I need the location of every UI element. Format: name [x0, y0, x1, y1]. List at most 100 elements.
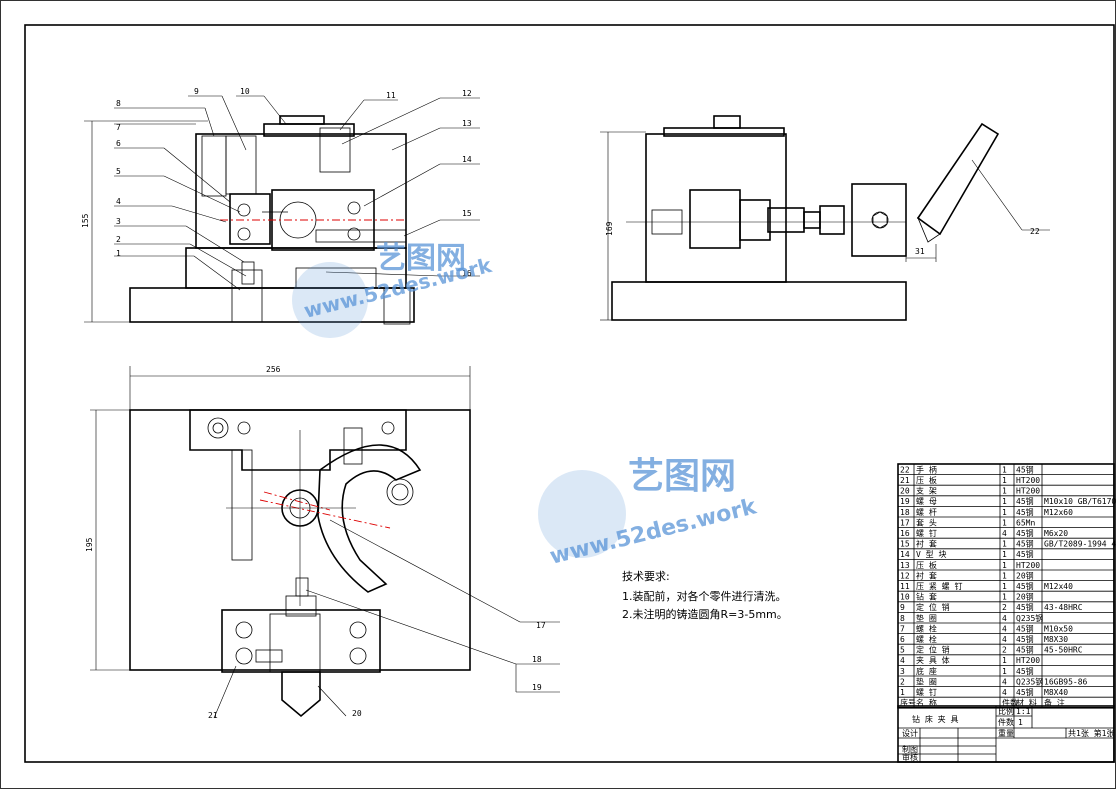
bom-cell-qty: 1: [1002, 571, 1007, 580]
bom-header-material: 材 料: [1016, 698, 1037, 708]
bom-cell-note: M12x40: [1044, 582, 1073, 591]
callout-12: 12: [462, 89, 472, 98]
bom-cell-material: 45钢: [1016, 496, 1034, 506]
bom-cell-no: 9: [900, 603, 905, 612]
bom-cell-qty: 1: [1002, 550, 1007, 559]
bom-cell-no: 22: [900, 465, 910, 474]
bom-cell-name: 底 座: [916, 666, 937, 676]
callout-10: 10: [240, 87, 250, 96]
bom-cell-material: 45钢: [1016, 666, 1034, 676]
bom-cell-no: 1: [900, 688, 905, 697]
callout-7: 7: [116, 123, 121, 132]
callout-11: 11: [386, 91, 396, 100]
bom-cell-name: 衬 套: [916, 539, 937, 549]
bom-cell-no: 3: [900, 667, 905, 676]
bom-cell-note: 43-48HRC: [1044, 603, 1083, 612]
bom-cell-material: HT200: [1016, 487, 1040, 496]
bom-cell-note: M10x10 GB/T6170-2000: [1044, 497, 1116, 506]
scale-label: 比例: [998, 706, 1014, 716]
bom-cell-name: 垫 圈: [916, 676, 937, 686]
tech-req-item-1: 1.装配前，对各个零件进行清洗。: [622, 589, 787, 603]
bom-cell-material: 45钢: [1016, 645, 1034, 655]
inner-border: [24, 24, 1115, 763]
bom-cell-no: 7: [900, 624, 905, 633]
bom-cell-no: 18: [900, 508, 910, 517]
bom-cell-qty: 4: [1002, 624, 1007, 633]
callout-21: 21: [208, 711, 218, 720]
watermark-brand-mid: 艺图网: [628, 456, 736, 497]
bom-cell-qty: 4: [1002, 688, 1007, 697]
dim-31: 31: [915, 247, 925, 256]
front-dimension-155: 155: [81, 120, 208, 323]
callout-labels: 8 7 6 5 4 3 2 1 9 10 11 12 13 14 15 16 1…: [116, 87, 1040, 720]
bom-cell-no: 21: [900, 476, 910, 485]
callout-16: 16: [462, 269, 472, 278]
bom-cell-material: 45钢: [1016, 528, 1034, 538]
bom-cell-name: 压 紧 螺 钉: [916, 581, 962, 591]
bom-cell-qty: 4: [1002, 677, 1007, 686]
bom-cell-material: 45钢: [1016, 623, 1034, 633]
bom-cell-material: 65Mn: [1016, 518, 1035, 527]
bom-cell-no: 6: [900, 635, 905, 644]
count-value: 1: [1018, 718, 1023, 727]
bom-cell-note: 16GB95-86: [1044, 677, 1088, 686]
bom-cell-material: 45钢: [1016, 539, 1034, 549]
bom-header-qty: 件数: [1002, 698, 1018, 708]
bom-cell-note: M8X30: [1044, 635, 1068, 644]
sheet-info: 共1张 第1张: [1068, 728, 1114, 738]
bom-cell-material: 45钢: [1016, 581, 1034, 591]
bom-cell-name: 套 头: [916, 517, 937, 527]
bom-cell-note: GB/T2089-1994 45-50HRC: [1044, 540, 1116, 549]
bom-cell-name: 定 位 销: [916, 645, 950, 655]
bom-cell-name: 支 架: [916, 486, 937, 496]
bom-cell-qty: 1: [1002, 518, 1007, 527]
bom-cell-qty: 1: [1002, 561, 1007, 570]
design-label: 设计: [902, 728, 918, 738]
bom-cell-material: 45钢: [1016, 687, 1034, 697]
bom-header-no: 序号: [900, 698, 916, 708]
bom-cell-material: 20钢: [1016, 570, 1034, 580]
bom-cell-no: 12: [900, 571, 910, 580]
watermark-brand-top: 艺图网: [376, 241, 466, 276]
callout-22: 22: [1030, 227, 1040, 236]
bom-cell-qty: 2: [1002, 603, 1007, 612]
bom-cell-qty: 1: [1002, 476, 1007, 485]
bom-cell-qty: 1: [1002, 487, 1007, 496]
tech-req-item-2: 2.未注明的铸造圆角R=3-5mm。: [622, 607, 788, 621]
watermark: 艺图网 www.52des.work 艺图网 www.52des.work: [292, 241, 760, 570]
bom-cell-no: 2: [900, 677, 905, 686]
bom-cell-note: M12x60: [1044, 508, 1073, 517]
bom-cell-material: 45钢: [1016, 602, 1034, 612]
bom-cell-no: 20: [900, 487, 910, 496]
bom-cell-name: 衬 套: [916, 570, 937, 580]
bom-cell-note: 45-50HRC: [1044, 646, 1083, 655]
bom-cell-qty: 1: [1002, 582, 1007, 591]
callout-6: 6: [116, 139, 121, 148]
dim-155: 155: [81, 213, 90, 228]
bom-cell-name: 钻 套: [916, 592, 937, 602]
callout-8: 8: [116, 99, 121, 108]
callout-15: 15: [462, 209, 472, 218]
callout-1: 1: [116, 249, 121, 258]
bom-cell-material: 45钢: [1016, 464, 1034, 474]
bom-cell-qty: 1: [1002, 656, 1007, 665]
watermark-globe-icon: [292, 262, 368, 338]
dim-256: 256: [266, 365, 281, 374]
watermark-globe-icon-2: [538, 470, 626, 558]
bom-cell-name: 夹 具 体: [916, 655, 950, 665]
bom-cell-material: HT200: [1016, 656, 1040, 665]
bom-header-note: 备 注: [1044, 698, 1065, 708]
bom-cell-name: 压 板: [916, 475, 937, 485]
bom-cell-material: HT200: [1016, 561, 1040, 570]
bom-cell-name: V 型 块: [916, 549, 946, 559]
bom-cell-no: 10: [900, 593, 910, 602]
bom-cell-no: 5: [900, 646, 905, 655]
bom-cell-name: 定 位 销: [916, 602, 950, 612]
bom-cell-note: M6x20: [1044, 529, 1068, 538]
bom-cell-no: 19: [900, 497, 910, 506]
callout-18: 18: [532, 655, 542, 664]
dim-169: 169: [605, 221, 614, 236]
bom-cell-no: 13: [900, 561, 910, 570]
